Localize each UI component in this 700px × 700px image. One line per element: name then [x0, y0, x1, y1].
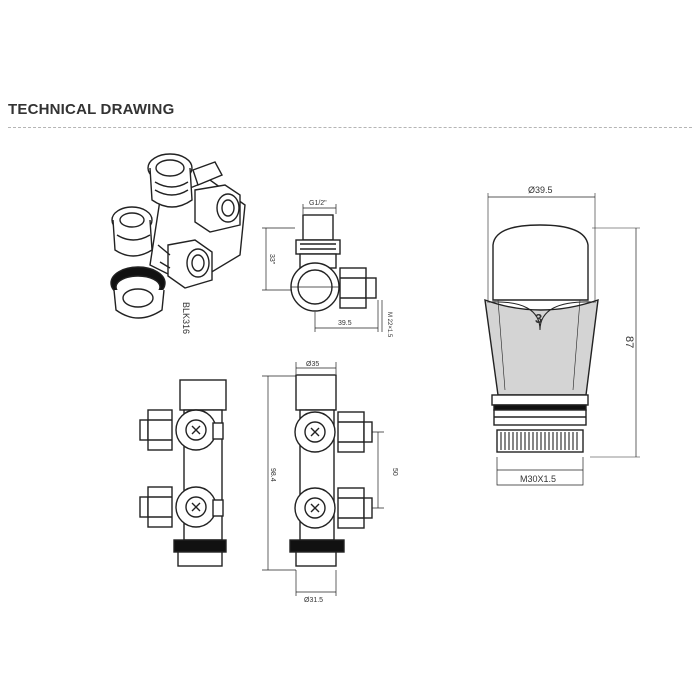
front-view-valve-dimensioned: Ø35 98.4 50 Ø31.5	[262, 361, 398, 604]
width-39-dimension: 39.5	[338, 320, 352, 327]
model-code-label: BLK316	[181, 302, 191, 334]
front-view-valve	[139, 379, 227, 567]
head-setting-number: 3	[535, 311, 542, 326]
pipe-diameter-dimension: Ø35	[306, 361, 319, 368]
thread-top-dimension: G1/2"	[309, 200, 327, 207]
height-33-dimension: 33"	[268, 254, 275, 265]
title-divider	[8, 127, 692, 128]
head-height-dimension: 87	[623, 336, 635, 348]
head-thread-dimension: M30X1.5	[520, 474, 556, 484]
spacing-dimension: 50	[391, 468, 398, 476]
side-view-valve: G1/2" 33" 39.5 M 22×1.5	[262, 200, 392, 338]
thermostatic-head: Ø39.5 87 3 M30X1.5	[484, 185, 640, 486]
page-title: TECHNICAL DRAWING	[8, 101, 175, 118]
body-height-dimension: 98.4	[269, 468, 276, 482]
base-diameter-dimension: Ø31.5	[304, 597, 323, 604]
isometric-valve-view: BLK316	[110, 153, 246, 334]
right-thread-dimension: M 22×1.5	[386, 312, 392, 338]
head-diameter-dimension: Ø39.5	[528, 185, 553, 195]
